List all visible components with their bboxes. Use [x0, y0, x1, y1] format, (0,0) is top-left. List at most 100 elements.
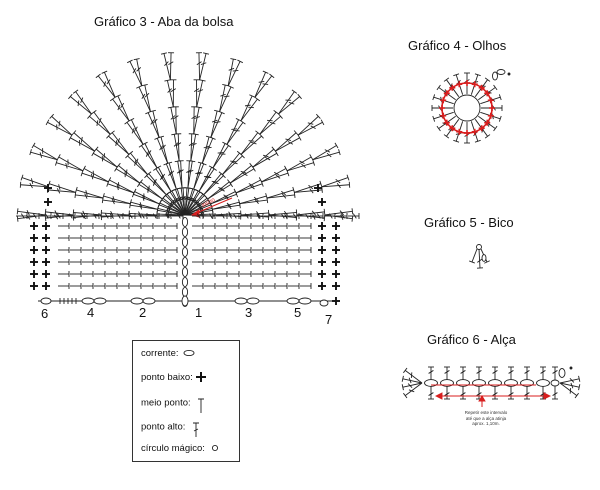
- fan-stitch: [56, 154, 84, 172]
- row-stitch: [76, 213, 88, 219]
- repeat-arrow-right-head: [543, 392, 552, 400]
- strap-stitch: [476, 366, 482, 380]
- row-number-2: 2: [139, 305, 147, 320]
- eye-red-cross: [464, 80, 470, 86]
- chart3-title: Gráfico 3 - Aba da bolsa: [94, 14, 234, 29]
- fan-stitch: [101, 197, 131, 205]
- row-stitch: [312, 213, 324, 219]
- chain-stitch: [181, 236, 189, 248]
- row-stitch: [88, 213, 100, 219]
- eye-red-cross: [443, 119, 450, 126]
- row-stitch: [264, 235, 276, 241]
- row-edge-cross: [42, 222, 50, 230]
- row-edge-cross: [42, 270, 50, 278]
- chain-stitch: [536, 379, 550, 387]
- chain-stitch: [234, 297, 248, 305]
- fan-stitch: [203, 173, 226, 196]
- eye-red-cross: [484, 119, 491, 126]
- eye-red-cross: [440, 112, 447, 119]
- row-edge-cross: [30, 246, 38, 254]
- row-stitch: [216, 283, 228, 289]
- fan-stitch: [240, 130, 261, 155]
- legend-item-half-double: meio ponto:: [141, 395, 205, 413]
- row-number-5: 5: [294, 305, 302, 320]
- fan-stitch: [68, 134, 95, 152]
- row-stitch: [142, 259, 154, 265]
- row-stitch: [192, 235, 204, 241]
- fan-stitch: [219, 85, 234, 112]
- fan-stitch: [141, 83, 151, 112]
- fan-stitch: [297, 113, 321, 136]
- row-stitch: [192, 259, 204, 265]
- fan-stitch: [49, 113, 73, 136]
- beak-magic-circle: [476, 244, 482, 250]
- fan-stitch: [259, 109, 279, 135]
- eye-end-dot: [507, 72, 511, 76]
- repeat-arrow-left-head: [434, 392, 443, 400]
- row-stitch: [288, 235, 300, 241]
- row-stitch: [130, 223, 142, 229]
- chain-stitch: [298, 297, 312, 305]
- row-stitch: [276, 271, 288, 277]
- row-edge-cross: [318, 246, 326, 254]
- row-stitch: [106, 235, 118, 241]
- fan-stitch: [164, 79, 174, 108]
- fan-stitch: [212, 202, 241, 210]
- strap-stitch: [444, 386, 450, 400]
- chain-stitch: [181, 266, 189, 278]
- row-stitch: [252, 213, 264, 219]
- row-stitch: [300, 283, 312, 289]
- fan-stitch: [166, 161, 177, 190]
- row-stitch: [94, 283, 106, 289]
- eye-red-cross: [471, 128, 478, 135]
- fan-stitch: [146, 171, 167, 196]
- chart3-row: [30, 222, 340, 230]
- strap-end-stitch: [401, 375, 423, 384]
- fan-stitch: [170, 79, 177, 108]
- row-stitch: [192, 283, 204, 289]
- fan-stitch: [227, 58, 237, 87]
- chain-stitch: [481, 254, 487, 262]
- row-stitch: [142, 247, 154, 253]
- row-stitch: [58, 247, 70, 253]
- fan-stitch: [261, 170, 290, 183]
- fan-stitch: [93, 146, 118, 168]
- chain-stitch: [496, 69, 506, 75]
- row-stitch: [154, 259, 166, 265]
- row-stitch: [252, 247, 264, 253]
- chart3-row: [30, 282, 340, 290]
- row-stitch: [142, 235, 154, 241]
- fan-stitch: [274, 130, 299, 152]
- strap-end-stitch: [401, 382, 423, 391]
- row-stitch: [240, 271, 252, 277]
- chart5-beak-diagram: [469, 244, 490, 269]
- row-edge-cross: [30, 270, 38, 278]
- row-edge-cross: [332, 297, 340, 305]
- fan-stitch: [240, 133, 264, 155]
- row-stitch: [288, 283, 300, 289]
- row-number-7: 7: [325, 312, 333, 327]
- chart3-row: [30, 258, 340, 266]
- fan-stitch: [286, 159, 315, 172]
- row-stitch: [288, 271, 300, 277]
- row-edge-cross: [332, 234, 340, 242]
- chart3-rows: [16, 184, 360, 308]
- row-stitch: [300, 271, 312, 277]
- half-double-crochet-icon: [198, 398, 205, 413]
- row-stitch: [240, 235, 252, 241]
- chain-stitch: [181, 286, 189, 298]
- chart3-row: [30, 270, 340, 278]
- fan-stitch: [210, 109, 221, 138]
- fan-stitch: [82, 165, 109, 183]
- row-stitch: [40, 213, 52, 219]
- strap-stitch: [540, 366, 546, 380]
- row-stitch: [288, 223, 300, 229]
- chain-oval-icon: [183, 350, 195, 357]
- row-stitch: [228, 213, 240, 219]
- chart4-title: Gráfico 4 - Olhos: [408, 38, 507, 53]
- fan-stitch: [31, 142, 58, 161]
- eye-red-cross: [478, 84, 485, 91]
- row-stitch: [154, 247, 166, 253]
- fan-stitch: [268, 213, 298, 221]
- strap-end-stitch: [559, 382, 581, 391]
